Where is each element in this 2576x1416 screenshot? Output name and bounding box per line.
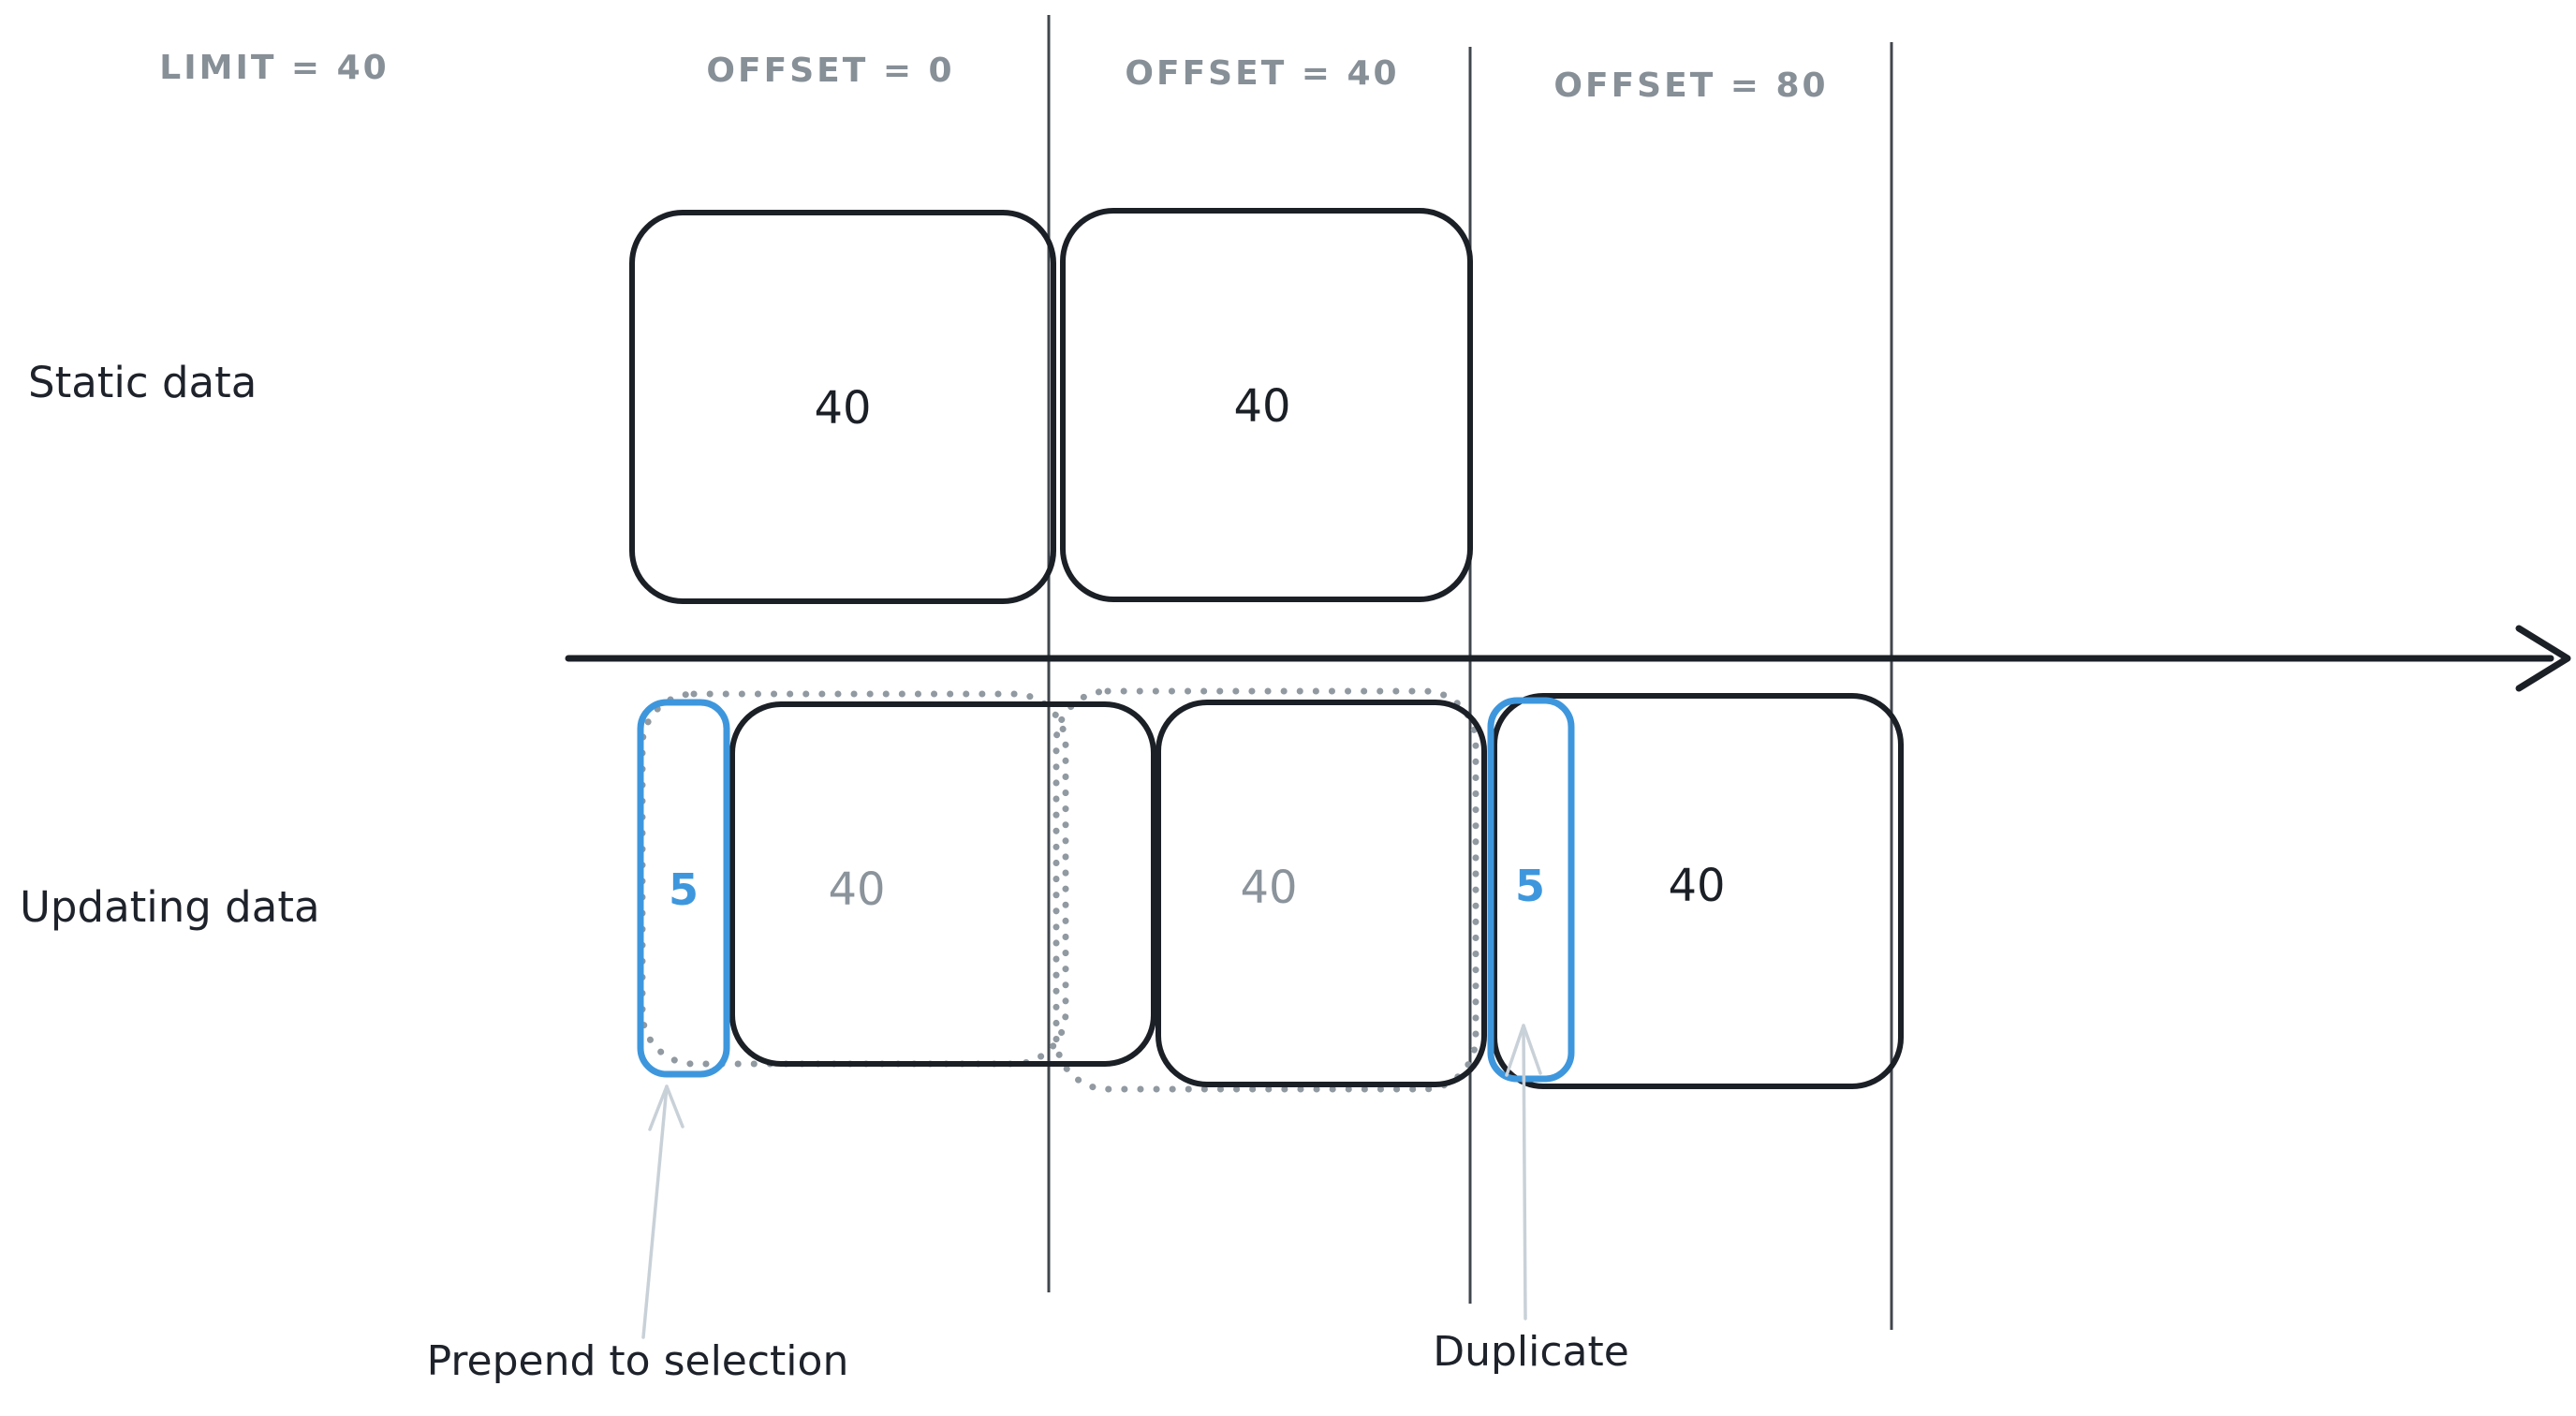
prepended-items-count: 5 [669, 864, 699, 915]
static-data-row: 40 40 [629, 208, 1473, 604]
duplicated-items-box [1487, 697, 1575, 1083]
prepended-items-box [637, 699, 730, 1078]
updating-page3-box [1492, 693, 1904, 1089]
updating-page1-count: 40 [828, 863, 885, 916]
offset-80-label: OFFSET = 80 [1553, 66, 1828, 105]
limit-label: LIMIT = 40 [159, 49, 389, 87]
duplicate-arrow-line [1522, 1024, 1527, 1320]
static-page1-count: 40 [814, 382, 871, 435]
updating-data-row: 40 40 40 5 5 [637, 687, 1904, 1093]
updating-data-row-label: Updating data [20, 882, 320, 932]
prepend-arrowhead-icon [648, 1084, 684, 1131]
updating-page3-count: 40 [1668, 860, 1725, 912]
axis-arrowhead-icon [2515, 625, 2571, 692]
updating-page2-box [1156, 700, 1487, 1087]
updating-page1-box [729, 701, 1156, 1067]
previous-window-dotted-box-2 [1052, 687, 1479, 1093]
duplicate-pointer-arrow [1505, 1024, 1542, 1320]
static-page1-box [629, 210, 1056, 604]
offset-0-label: OFFSET = 0 [706, 52, 954, 90]
static-data-row-label: Static data [28, 358, 257, 407]
offset-40-label: OFFSET = 40 [1125, 54, 1399, 93]
static-page2-count: 40 [1233, 380, 1290, 433]
duplicate-arrowhead-icon [1505, 1024, 1542, 1077]
timeline-axis [565, 625, 2571, 692]
duplicated-items-count: 5 [1515, 861, 1545, 911]
duplicate-annotation: Duplicate [1433, 1328, 1629, 1376]
prepend-annotation: Prepend to selection [427, 1337, 849, 1385]
static-page2-box [1060, 208, 1473, 602]
prepend-pointer-arrow [641, 1084, 684, 1339]
prepend-arrow-line [641, 1084, 669, 1339]
updating-page2-count: 40 [1240, 862, 1297, 914]
column-headers: LIMIT = 40 OFFSET = 0 OFFSET = 40 OFFSET… [159, 49, 1828, 105]
